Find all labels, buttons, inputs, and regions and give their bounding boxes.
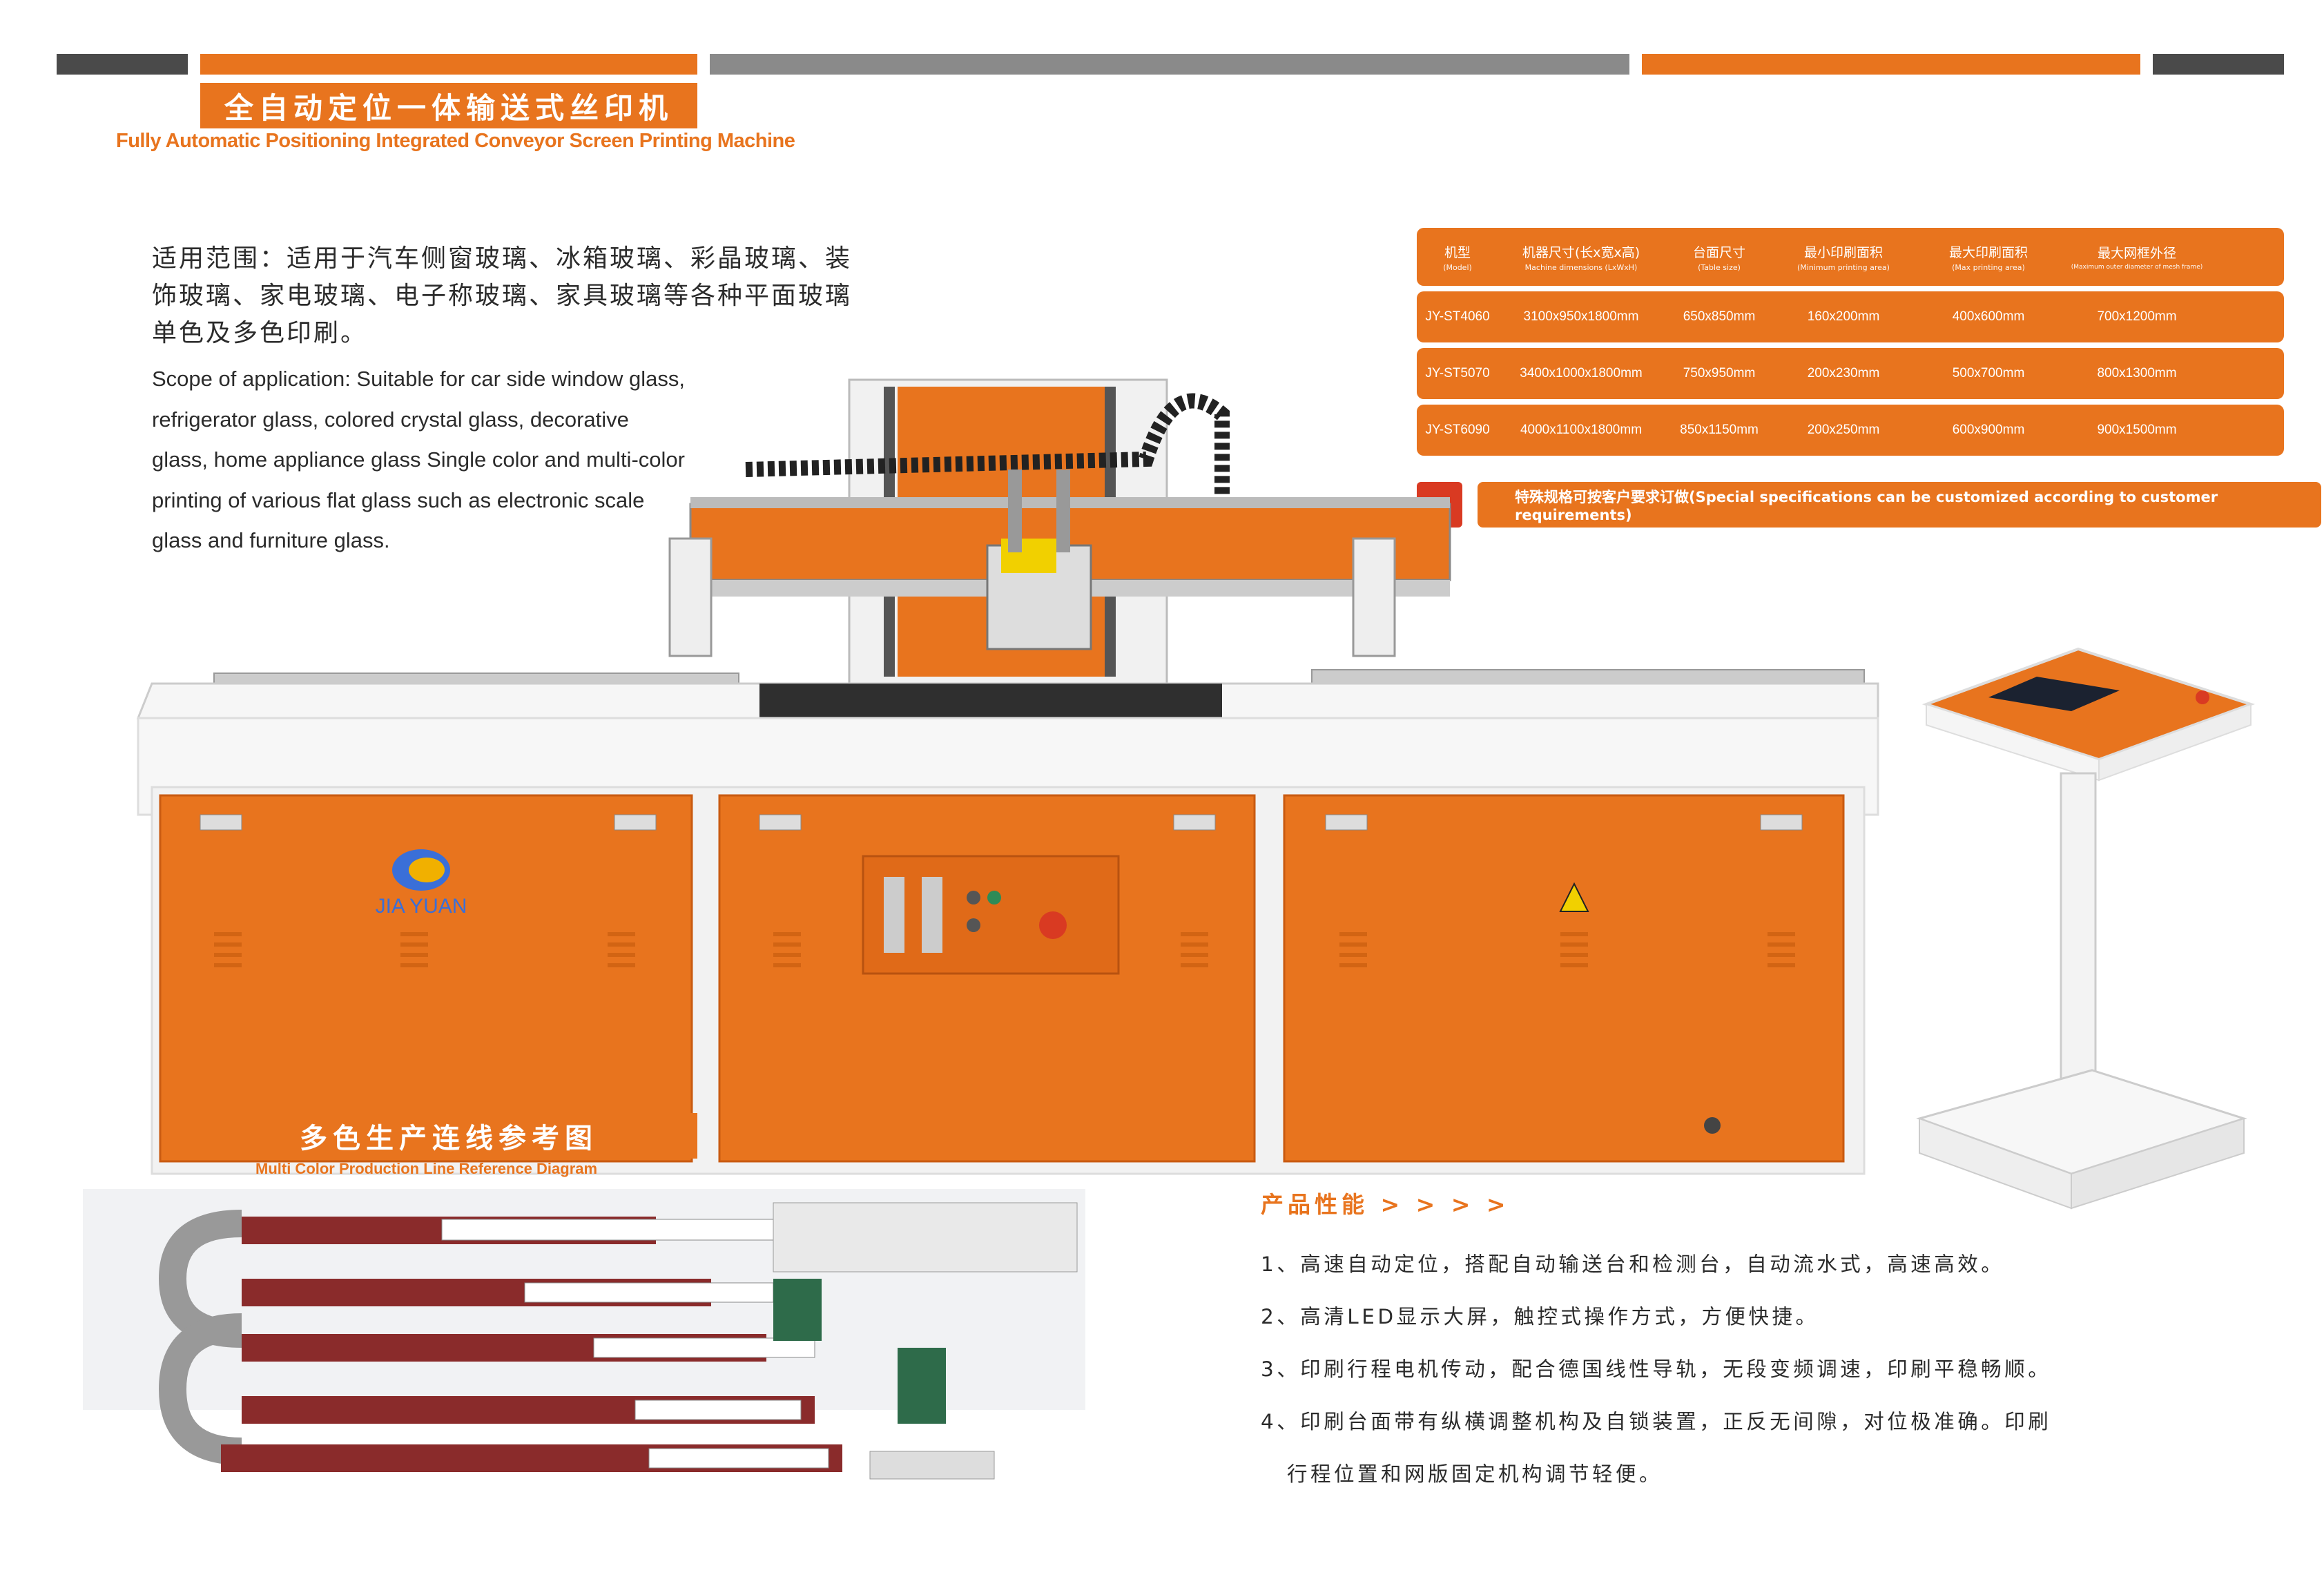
spec-table: 机型(Model) 机器尺寸(长x宽x高)Machine dimensions …: [1417, 228, 2284, 461]
cell-frame: 700x1200mm: [2097, 309, 2177, 324]
cell-max-area: 400x600mm: [1952, 309, 2025, 324]
touch-control-pedestal: [1916, 647, 2256, 1210]
spec-table-header: 机型(Model) 机器尺寸(长x宽x高)Machine dimensions …: [1417, 228, 2284, 286]
custom-spec-note: 特殊规格可按客户要求订做(Special specifications can …: [1417, 482, 2321, 528]
jia-yuan-logo: JIA YUAN: [376, 849, 467, 918]
performance-item-3: 3、印刷行程电机传动，配合德国线性导轨，无段变频调速，印刷平稳畅顺。: [1261, 1357, 2052, 1381]
performance-item-2: 2、高清LED显示大屏，触控式操作方式，方便快捷。: [1261, 1305, 1819, 1328]
production-line-title-en: Multi Color Production Line Reference Di…: [255, 1160, 598, 1177]
cell-min-area: 200x230mm: [1807, 366, 1880, 380]
page-title-cn: 全自动定位一体输送式丝印机: [200, 83, 697, 128]
cell-model: JY-ST6090: [1425, 423, 1490, 437]
note-text: 特殊规格可按客户要求订做(Special specifications can …: [1478, 482, 2321, 528]
scope-text-en: Scope of application: Suitable for car s…: [152, 367, 685, 552]
top-bar-dark-right: [2153, 54, 2284, 75]
cell-min-area: 200x250mm: [1807, 423, 1880, 437]
table-row: JY-ST5070 3400x1000x1800mm 750x950mm 200…: [1417, 348, 2284, 399]
cell-max-area: 500x700mm: [1952, 366, 2025, 380]
performance-item-5: 行程位置和网版固定机构调节轻便。: [1287, 1462, 1663, 1486]
header-cell: 最大印刷面积(Max printing area): [1948, 244, 2028, 272]
cell-table-size: 750x950mm: [1683, 366, 1756, 380]
cell-dimensions: 4000x1100x1800mm: [1520, 423, 1643, 437]
header-cell: 台面尺寸(Table size): [1692, 244, 1745, 272]
cell-frame: 900x1500mm: [2097, 423, 2177, 437]
cell-min-area: 160x200mm: [1807, 309, 1880, 324]
table-row: JY-ST6090 4000x1100x1800mm 850x1150mm 20…: [1417, 405, 2284, 456]
performance-item-1: 1、高速自动定位，搭配自动输送台和检测台，自动流水式，高速高效。: [1261, 1252, 2005, 1276]
top-bar-orange-left: [200, 54, 697, 75]
screen-printing-machine-illustration: JIA YUAN: [136, 378, 1879, 1175]
top-bar-orange-right: [1642, 54, 2140, 75]
cell-dimensions: 3100x950x1800mm: [1523, 309, 1639, 324]
header-cell: 最大网框外径(Maximum outer diameter of mesh fr…: [2071, 246, 2203, 271]
cell-max-area: 600x900mm: [1952, 423, 2025, 437]
production-line-diagram: [83, 1189, 1085, 1480]
top-bar-gray-mid: [710, 54, 1629, 75]
cell-dimensions: 3400x1000x1800mm: [1520, 366, 1643, 380]
cell-frame: 800x1300mm: [2097, 366, 2177, 380]
cell-model: JY-ST4060: [1425, 309, 1490, 324]
cell-table-size: 650x850mm: [1683, 309, 1756, 324]
header-cell: 机型(Model): [1443, 244, 1472, 272]
page-title-en: Fully Automatic Positioning Integrated C…: [116, 130, 795, 152]
brand-text: JIA YUAN: [376, 895, 467, 918]
performance-title: 产品性能 > > > >: [1261, 1191, 1510, 1218]
table-row: JY-ST4060 3100x950x1800mm 650x850mm 160x…: [1417, 291, 2284, 342]
scope-text-cn: 适用范围：适用于汽车侧窗玻璃、冰箱玻璃、彩晶玻璃、装饰玻璃、家电玻璃、电子称玻璃…: [152, 244, 853, 347]
production-line-title-cn: 多色生产连线参考图: [200, 1113, 697, 1159]
cell-table-size: 850x1150mm: [1680, 423, 1759, 437]
top-bar-dark-left: [57, 54, 188, 75]
cell-model: JY-ST5070: [1425, 366, 1490, 380]
header-cell: 机器尺寸(长x宽x高)Machine dimensions (LxWxH): [1522, 244, 1640, 272]
header-cell: 最小印刷面积(Minimum printing area): [1797, 244, 1890, 272]
performance-item-4: 4、印刷台面带有纵横调整机构及自锁装置，正反无间隙，对位极准确。印刷: [1261, 1410, 2052, 1433]
